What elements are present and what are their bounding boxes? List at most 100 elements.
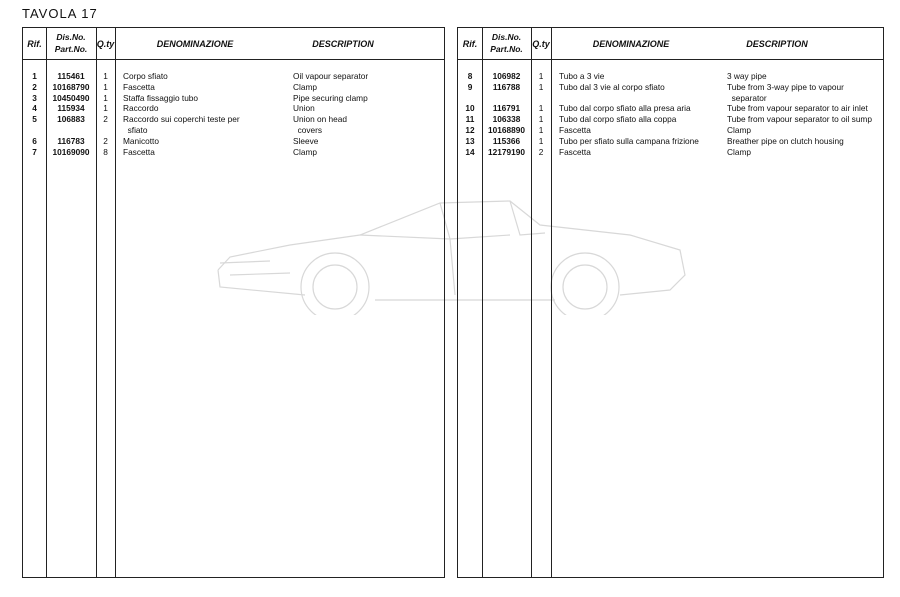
rif-number: 5: [32, 114, 37, 125]
denominazione-text: Tubo dal corpo sfiato alla coppa: [559, 114, 677, 125]
rif-number: 6: [32, 135, 37, 146]
column-divider: [482, 28, 483, 577]
description-text: Sleeve: [293, 135, 319, 146]
quantity: 2: [103, 135, 108, 146]
part-number: 106338: [492, 114, 521, 125]
rif-number: 9: [467, 81, 473, 92]
quantity: 1: [538, 114, 544, 125]
denominazione-text: Manicotto: [123, 135, 159, 146]
description-text: separator: [727, 92, 767, 103]
description-text: covers: [293, 124, 323, 135]
quantity: 1: [538, 125, 544, 135]
quantity: 1: [103, 71, 108, 81]
description-text: Pipe securing clamp: [293, 92, 368, 103]
header-denominazione: DENOMINAZIONE: [156, 39, 234, 49]
table-row: 11 106338 1 Tubo dal corpo sfiato alla copp…: [458, 114, 883, 125]
header-dis-no: Dis.No.: [491, 32, 522, 42]
table-row: 7 10169090 8 Fascetta Clamp: [23, 147, 444, 158]
header-part-no: Part.No.: [54, 44, 88, 54]
part-number: 116791: [492, 103, 521, 114]
quantity: 1: [538, 135, 544, 146]
part-number: 12179190: [488, 146, 525, 157]
header-qty: Q.ty: [96, 39, 115, 49]
denominazione-text: Raccordo sui coperchi teste per: [123, 114, 240, 125]
part-number: 10450490: [52, 92, 90, 103]
header-description: DESCRIPTION: [312, 39, 374, 49]
rif-number: 1: [32, 71, 37, 81]
column-divider: [551, 28, 552, 577]
header-denominazione: DENOMINAZIONE: [592, 39, 670, 49]
denominazione-text: Staffa fissaggio tubo: [123, 92, 199, 103]
table-row: 12 10168890 1 Fascetta Clamp: [458, 125, 883, 136]
table-row: 1 115461 1 Corpo sfiato Oil vapour separator: [23, 71, 444, 82]
page-title: TAVOLA 17: [22, 6, 98, 21]
rif-number: 2: [32, 81, 37, 92]
rif-number: 11: [465, 114, 475, 125]
table-row: 2 10168790 1 Fascetta Clamp: [23, 82, 444, 93]
header-dis-no: Dis.No.: [56, 32, 86, 42]
table-row: 3 10450490 1 Staffa fissaggio tubo Pipe secu…: [23, 93, 444, 104]
table-row: 13 115366 1 Tubo per sfiato sulla campana f…: [458, 136, 883, 147]
quantity: 1: [538, 71, 544, 81]
quantity: 1: [538, 103, 544, 114]
denominazione-text: Corpo sfiato: [123, 71, 168, 81]
description-text: Union on head: [293, 114, 347, 125]
quantity: 1: [103, 92, 108, 103]
part-number: 115366: [492, 135, 521, 146]
rif-number: 14: [465, 146, 475, 157]
description-text: Breather pipe on clutch housing: [727, 135, 844, 146]
table-row: 10 116791 1 Tubo dal corpo sfiato alla pres…: [458, 103, 883, 114]
description-text: Clamp: [727, 146, 751, 157]
denominazione-text: Fascetta: [559, 146, 591, 157]
part-number: 115934: [57, 103, 85, 114]
header-part-no: Part.No.: [490, 44, 523, 54]
quantity: 2: [103, 114, 108, 125]
part-number: 116788: [492, 81, 521, 92]
denominazione-text: Tubo dal corpo sfiato alla presa aria: [559, 103, 691, 114]
description-text: Clamp: [293, 81, 317, 92]
denominazione-text: Fascetta: [559, 125, 591, 135]
part-number: 106982: [492, 71, 521, 81]
table-row: 8 106982 1 Tubo a 3 vie 3 way pipe: [458, 71, 883, 82]
denominazione-text: Raccordo: [123, 103, 159, 114]
description-text: 3 way pipe: [727, 71, 767, 81]
description-text: Tube from 3-way pipe to vapour: [727, 81, 844, 92]
rif-number: 12: [465, 125, 475, 135]
description-text: Tube from vapour separator to oil sump: [727, 114, 872, 125]
description-text: Clamp: [293, 146, 317, 157]
denominazione-text: Tubo a 3 vie: [559, 71, 605, 81]
header-qty: Q.ty: [532, 39, 550, 49]
part-number: 10168890: [488, 125, 525, 135]
table-row: 14 12179190 2 Fascetta Clamp: [458, 147, 883, 158]
description-text: Union: [293, 103, 315, 114]
part-number: 10168790: [52, 81, 90, 92]
header-description: DESCRIPTION: [746, 39, 808, 49]
quantity: 1: [538, 81, 544, 92]
denominazione-text: Fascetta: [123, 81, 155, 92]
column-divider: [115, 28, 116, 577]
column-divider: [46, 28, 47, 577]
rif-number: 4: [32, 103, 37, 114]
description-text: Oil vapour separator: [293, 71, 369, 81]
rif-number: 7: [32, 146, 37, 157]
quantity: 2: [538, 146, 544, 157]
quantity: 8: [103, 146, 108, 157]
description-text: Tube from vapour separator to air inlet: [727, 103, 868, 114]
rif-number: 8: [467, 71, 473, 81]
part-number: 10169090: [52, 146, 90, 157]
quantity: 1: [103, 81, 108, 92]
part-number: 115461: [57, 71, 85, 81]
rif-number: 13: [465, 135, 475, 146]
denominazione-text: Tubo per sfiato sulla campana frizione: [559, 135, 699, 146]
rif-number: 10: [465, 103, 475, 114]
denominazione-text: Fascetta: [123, 146, 155, 157]
rif-number: 3: [32, 92, 37, 103]
description-text: Clamp: [727, 125, 751, 135]
